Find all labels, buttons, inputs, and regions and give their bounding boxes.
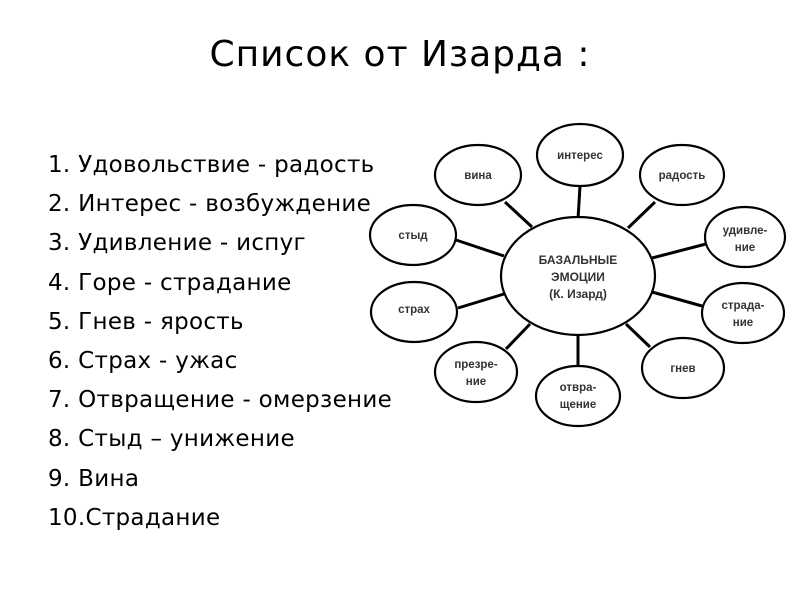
node-label: интерес	[557, 150, 603, 162]
spoke-prezrenie	[504, 322, 532, 351]
list-item: 9. Вина	[48, 465, 140, 492]
node-label-2: ние	[466, 376, 486, 388]
list-item: 3. Удивление - испуг	[48, 230, 306, 257]
node-prezrenie: презре- ние	[433, 340, 519, 404]
center-line-1: БАЗАЛЬНЫЕ	[539, 253, 618, 267]
spoke-styd	[455, 238, 505, 258]
spoke-stradanie	[651, 290, 703, 308]
node-label-1: страда-	[722, 300, 765, 312]
node-label-2: ние	[735, 242, 755, 254]
node-label-2: ние	[733, 317, 753, 329]
node-strakh: страх	[369, 280, 459, 344]
center-node: БАЗАЛЬНЫЕ ЭМОЦИИ (К. Изард)	[499, 215, 657, 337]
node-stradanie: страда- ние	[700, 281, 786, 345]
node-otvrashchenie: отвра- щение	[534, 364, 622, 428]
node-styd: стыд	[368, 203, 458, 267]
node-label: стыд	[398, 230, 428, 242]
list-item: 8. Стыд – унижение	[48, 426, 295, 453]
spoke-radost	[626, 200, 657, 230]
node-label: вина	[464, 170, 492, 182]
node-label: страх	[398, 304, 430, 316]
node-label-1: удивле-	[723, 225, 768, 237]
spokes	[455, 185, 707, 368]
list-item: 7. Отвращение - омерзение	[48, 387, 393, 414]
center-line-2: ЭМОЦИИ	[551, 270, 605, 284]
list-item: 5. Гнев - ярость	[48, 308, 244, 335]
node-label-1: отвра-	[560, 382, 597, 394]
node-vina: вина	[433, 143, 523, 207]
node-gnev: гнев	[640, 336, 726, 400]
center-line-3: (К. Изард)	[549, 287, 607, 301]
emotion-list: 1. Удовольствие - радость 2. Интерес - в…	[48, 146, 392, 538]
node-label-2: щение	[560, 399, 597, 411]
node-interes: интерес	[535, 122, 625, 188]
node-radost: радость	[638, 143, 726, 207]
node-label: радость	[659, 170, 706, 182]
list-item: 4. Горе - страдание	[48, 269, 292, 296]
list-item: 2. Интерес - возбуждение	[48, 191, 372, 218]
list-item: 1. Удовольствие - радость	[48, 152, 375, 178]
list-item: 10.Страдание	[48, 504, 221, 531]
spoke-udivlenie	[651, 242, 707, 260]
node-label-1: презре-	[454, 359, 498, 371]
spoke-interes	[576, 185, 582, 220]
node-label: гнев	[670, 363, 695, 375]
spoke-gnev	[624, 322, 652, 349]
node-udivlenie: удивле- ние	[703, 205, 787, 269]
spoke-vina	[503, 200, 534, 229]
list-item: 6. Страх - ужас	[48, 348, 238, 375]
page-title: Список от Изарда :	[209, 34, 591, 75]
spoke-strakh	[457, 292, 505, 310]
